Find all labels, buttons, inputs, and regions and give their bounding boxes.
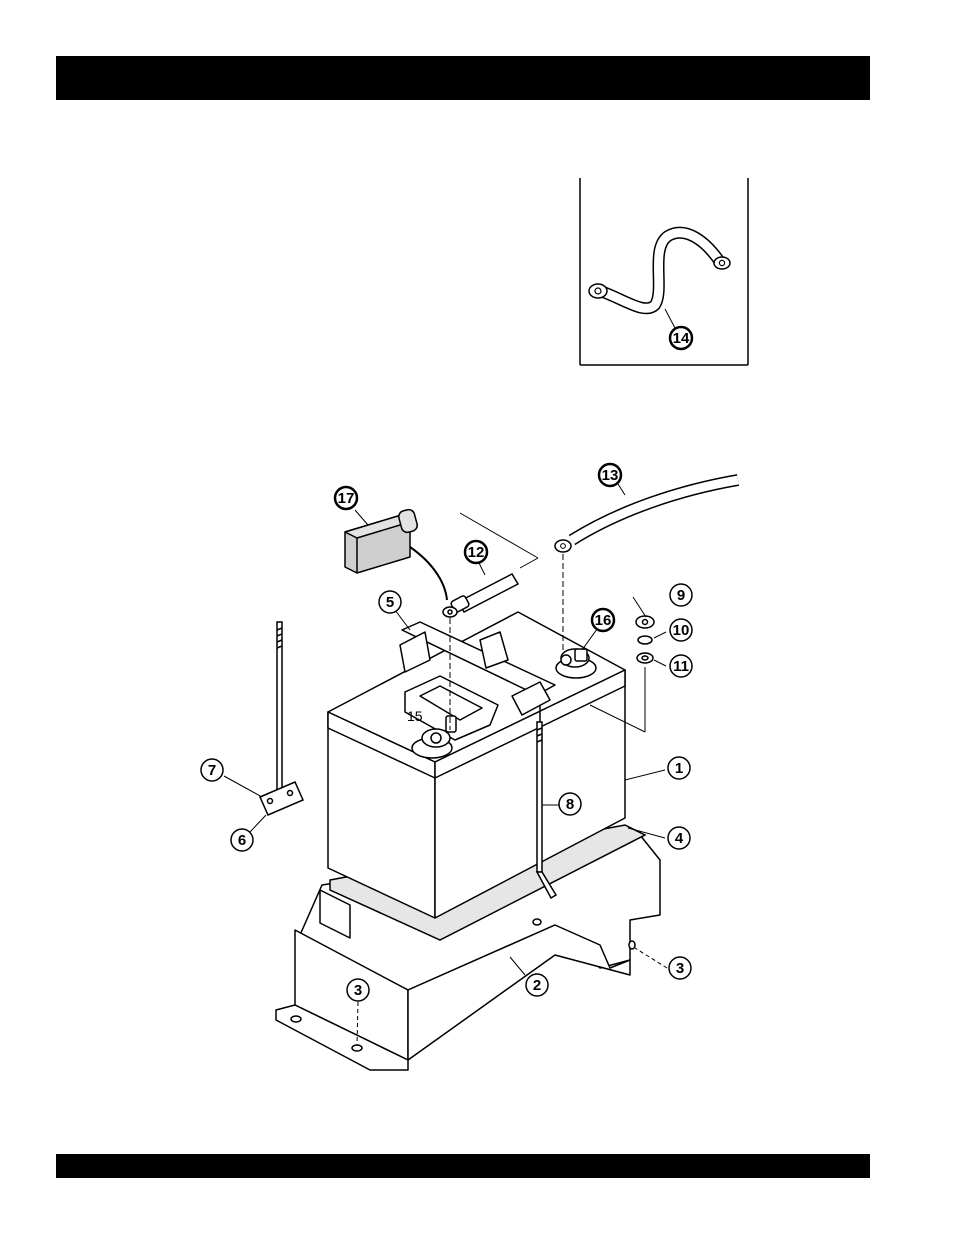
svg-text:2: 2 (533, 977, 541, 994)
callout-8: 8 (559, 793, 581, 815)
callout-7: 7 (201, 759, 223, 781)
svg-text:9: 9 (677, 587, 685, 604)
svg-text:1: 1 (675, 760, 683, 777)
callout-14: 14 (670, 327, 692, 349)
svg-text:6: 6 (238, 832, 246, 849)
hardware-nut (636, 616, 654, 628)
hardware-flat-washer (637, 653, 653, 663)
svg-text:16: 16 (595, 612, 612, 629)
svg-text:13: 13 (602, 467, 619, 484)
svg-text:5: 5 (386, 594, 394, 611)
inset-battery-cable (589, 233, 730, 309)
svg-text:14: 14 (673, 330, 690, 347)
svg-text:10: 10 (673, 622, 690, 639)
svg-text:17: 17 (338, 490, 355, 507)
callout-3-right: 3 (669, 957, 691, 979)
callout-12: 12 (465, 541, 487, 563)
svg-text:8: 8 (566, 796, 574, 813)
callout-10: 10 (670, 619, 692, 641)
footer-bar (56, 1154, 870, 1178)
callout-9: 9 (670, 584, 692, 606)
leader-line (665, 309, 675, 328)
callout-2: 2 (526, 974, 548, 996)
callout-11: 11 (670, 655, 692, 677)
negative-cable (443, 574, 518, 617)
callout-3-left: 3 (347, 979, 369, 1001)
terminal-cover (345, 508, 419, 573)
svg-text:11: 11 (673, 658, 689, 675)
svg-text:3: 3 (354, 982, 362, 999)
hardware-lock-washer (638, 636, 652, 644)
positive-cable (555, 480, 738, 552)
hold-down-rod-left (260, 622, 303, 815)
callout-4: 4 (668, 827, 690, 849)
svg-text:12: 12 (468, 544, 485, 561)
svg-text:3: 3 (676, 960, 684, 977)
callout-6: 6 (231, 829, 253, 851)
callout-13: 13 (599, 464, 621, 486)
terminal-mark-label: 15 (407, 708, 423, 724)
callout-5: 5 (379, 591, 401, 613)
callout-16: 16 (592, 609, 614, 631)
svg-text:7: 7 (208, 762, 216, 779)
svg-text:4: 4 (675, 830, 684, 847)
callout-1: 1 (668, 757, 690, 779)
callout-17: 17 (335, 487, 357, 509)
